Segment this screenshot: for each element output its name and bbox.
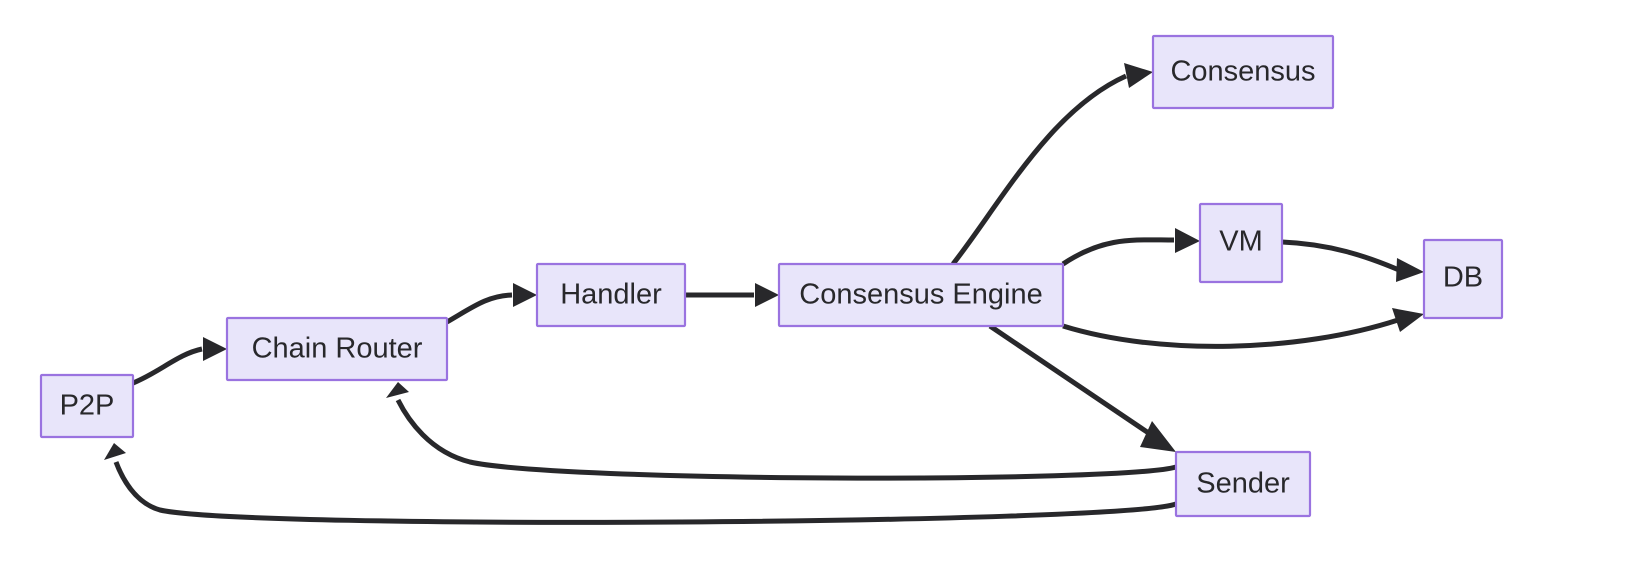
- arrowhead-icon: [755, 283, 779, 307]
- node-chain-router[interactable]: Chain Router: [225, 316, 449, 382]
- arrowhead-icon: [513, 283, 537, 307]
- node-vm[interactable]: VM: [1198, 202, 1284, 284]
- edge-handler-to-consensus-engine: [685, 283, 779, 307]
- node-box[interactable]: [1174, 450, 1312, 518]
- edge-vm-to-db: [1281, 239, 1424, 282]
- node-consensus-engine[interactable]: Consensus Engine: [777, 262, 1065, 328]
- edge-path: [395, 398, 1177, 481]
- edge-path: [951, 73, 1128, 266]
- edge-path: [113, 461, 1177, 525]
- edge-consensus-engine-to-sender: [988, 323, 1176, 452]
- node-p2p[interactable]: P2P: [39, 373, 135, 439]
- edge-consensus-engine-to-vm: [1061, 228, 1200, 267]
- edge-path: [1062, 317, 1399, 349]
- node-sender[interactable]: Sender: [1174, 450, 1312, 518]
- node-box[interactable]: [535, 262, 687, 328]
- arrowhead-icon: [386, 382, 409, 398]
- arrowhead-icon: [203, 337, 227, 361]
- edge-sender-to-p2p: [104, 443, 1177, 525]
- edge-chain-router-to-handler: [445, 283, 537, 325]
- edge-consensus-engine-to-consensus: [951, 63, 1153, 266]
- arrowhead-icon: [104, 443, 126, 460]
- node-db[interactable]: DB: [1422, 238, 1504, 320]
- edge-path: [1061, 237, 1175, 267]
- edge-path: [1281, 239, 1400, 273]
- arrowhead-icon: [1392, 308, 1424, 332]
- node-layer: P2P Chain Router Handler Consensus Engin…: [39, 34, 1504, 518]
- node-box[interactable]: [1151, 34, 1335, 110]
- edge-path: [132, 346, 203, 386]
- arrowhead-icon: [1396, 258, 1424, 282]
- node-box[interactable]: [39, 373, 135, 439]
- edge-sender-to-chain-router: [386, 382, 1177, 481]
- arrowhead-icon: [1140, 421, 1176, 452]
- node-box[interactable]: [1198, 202, 1284, 284]
- edge-layer: [104, 63, 1424, 525]
- node-box[interactable]: [777, 262, 1065, 328]
- arrowhead-icon: [1175, 228, 1200, 253]
- edge-path: [445, 292, 513, 325]
- node-box[interactable]: [225, 316, 449, 382]
- edge-path: [988, 323, 1152, 437]
- edge-consensus-engine-to-db: [1062, 308, 1424, 349]
- node-consensus[interactable]: Consensus: [1151, 34, 1335, 110]
- edge-p2p-to-chain-router: [132, 337, 227, 386]
- node-handler[interactable]: Handler: [535, 262, 687, 328]
- node-box[interactable]: [1422, 238, 1504, 320]
- arrowhead-icon: [1124, 63, 1153, 88]
